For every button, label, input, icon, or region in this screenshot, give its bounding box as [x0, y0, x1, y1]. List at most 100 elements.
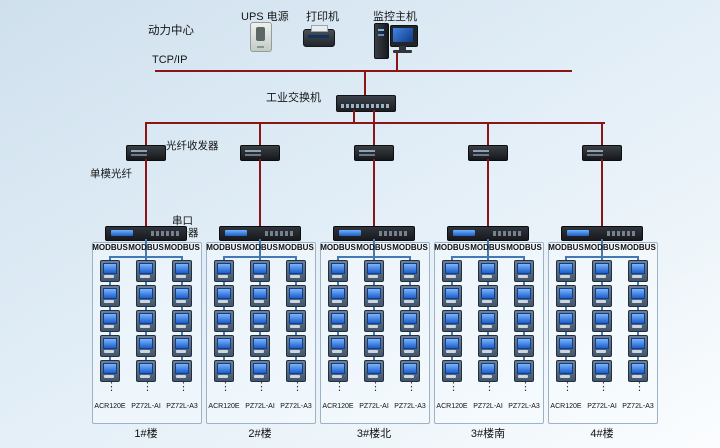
meter-icon [328, 260, 348, 282]
connector-line [487, 159, 489, 226]
modbus-bus-label: MODBUS [320, 243, 356, 252]
switch-drop-line [353, 110, 355, 122]
meter-icon [250, 285, 270, 307]
modbus-bus-label: MODBUS [506, 243, 542, 252]
connector-line [487, 239, 489, 257]
meter-icon [442, 285, 462, 307]
meter-icon [628, 360, 648, 382]
meter-icon [364, 285, 384, 307]
connector-line [259, 159, 261, 226]
meter-icon [628, 285, 648, 307]
meter-model-label: PZ72L-AI [359, 403, 389, 410]
meter-icon [214, 260, 234, 282]
meter-icon [100, 335, 120, 357]
ellipsis-dots: ⋮ [634, 381, 645, 393]
meter-icon [100, 260, 120, 282]
modbus-bus-label: MODBUS [356, 243, 392, 252]
meter-icon [286, 335, 306, 357]
ellipsis-dots: ⋮ [256, 381, 267, 393]
meter-model-label: ACR120E [436, 403, 468, 410]
ellipsis-dots: ⋮ [334, 381, 345, 393]
meter-model-label: ACR120E [94, 403, 126, 410]
meter-icon [592, 285, 612, 307]
modbus-bus-label: MODBUS [92, 243, 128, 252]
building-label: 2#楼 [248, 428, 272, 440]
serial-server-icon [561, 226, 643, 241]
meter-icon [172, 285, 192, 307]
meter-icon [214, 335, 234, 357]
meter-icon [514, 310, 534, 332]
meter-icon [136, 285, 156, 307]
meter-icon [400, 260, 420, 282]
bus-to-switch-line [364, 72, 366, 95]
tcpip-label: TCP/IP [152, 54, 188, 66]
connector-line [487, 122, 489, 145]
meter-icon [328, 310, 348, 332]
meter-icon [442, 360, 462, 382]
meter-icon [136, 335, 156, 357]
connector-line [145, 159, 147, 226]
connector-line [145, 122, 147, 145]
ellipsis-dots: ⋮ [220, 381, 231, 393]
meter-icon [172, 335, 192, 357]
meter-model-label: PZ72L-A3 [508, 403, 540, 410]
meter-icon [250, 360, 270, 382]
meter-icon [442, 310, 462, 332]
building-label: 3#楼北 [356, 428, 392, 440]
meter-icon [214, 285, 234, 307]
connector-line [259, 239, 261, 257]
modbus-bus-label: MODBUS [392, 243, 428, 252]
ups-icon [250, 22, 272, 52]
meter-icon [136, 260, 156, 282]
meter-icon [514, 260, 534, 282]
meter-icon [214, 310, 234, 332]
meter-icon [442, 335, 462, 357]
switch-drop-line [373, 110, 375, 122]
meter-icon [250, 310, 270, 332]
meter-model-label: ACR120E [550, 403, 582, 410]
meter-icon [478, 310, 498, 332]
ellipsis-dots: ⋮ [598, 381, 609, 393]
modbus-bus-label: MODBUS [242, 243, 278, 252]
meter-icon [172, 310, 192, 332]
meter-icon [286, 260, 306, 282]
ellipsis-dots: ⋮ [370, 381, 381, 393]
meter-icon [286, 285, 306, 307]
meter-model-label: PZ72L-AI [473, 403, 503, 410]
meter-icon [400, 335, 420, 357]
meter-model-label: PZ72L-AI [245, 403, 275, 410]
ellipsis-dots: ⋮ [520, 381, 531, 393]
ups-label: UPS 电源 [241, 11, 289, 23]
meter-model-label: PZ72L-A3 [394, 403, 426, 410]
printer-icon [303, 25, 335, 47]
meter-icon [364, 260, 384, 282]
meter-icon [364, 360, 384, 382]
meter-icon [514, 360, 534, 382]
meter-icon [442, 260, 462, 282]
meter-icon [364, 335, 384, 357]
tcpip-bus-line [155, 70, 572, 72]
building-label: 1#楼 [134, 428, 158, 440]
power-center-label: 动力中心 [148, 25, 194, 37]
meter-icon [214, 360, 234, 382]
meter-icon [628, 335, 648, 357]
modbus-bus-label: MODBUS [470, 243, 506, 252]
meter-icon [250, 335, 270, 357]
distribution-line [145, 122, 605, 124]
ellipsis-dots: ⋮ [292, 381, 303, 393]
meter-icon [592, 335, 612, 357]
switch-label: 工业交换机 [266, 92, 321, 104]
meter-icon [628, 310, 648, 332]
connector-line [373, 122, 375, 145]
meter-icon [478, 360, 498, 382]
meter-icon [286, 360, 306, 382]
meter-icon [100, 360, 120, 382]
meter-icon [172, 260, 192, 282]
meter-icon [136, 360, 156, 382]
modbus-bus-label: MODBUS [548, 243, 584, 252]
connector-line [601, 159, 603, 226]
meter-icon [286, 310, 306, 332]
meter-icon [592, 260, 612, 282]
ellipsis-dots: ⋮ [562, 381, 573, 393]
